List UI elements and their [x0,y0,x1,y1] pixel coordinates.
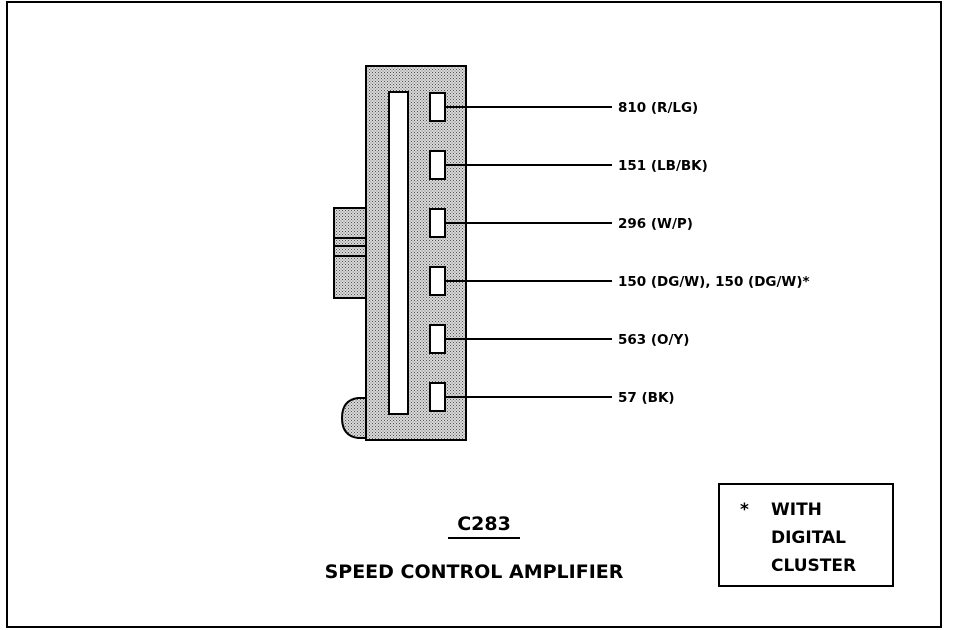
pin-terminal [429,382,446,412]
note-line-2: DIGITAL [771,528,846,548]
connector-latch [340,397,368,439]
note-box-border [718,483,894,587]
pin-label: 150 (DG/W), 150 (DG/W)* [618,274,810,290]
pin-row: 57 (BK) [429,382,675,412]
connector-body [365,65,467,441]
pin-label: 151 (LB/BK) [618,158,708,174]
note-line-1: WITH [771,500,822,520]
pin-terminal [429,150,446,180]
pin-row: 151 (LB/BK) [429,150,708,180]
pin-row: 150 (DG/W), 150 (DG/W)* [429,266,810,296]
pin-terminal [429,266,446,296]
pins-layer: 810 (R/LG) 151 (LB/BK) 296 (W/P) 150 (DG/W)… [429,92,810,412]
note-box: * WITH DIGITAL CLUSTER [718,483,894,587]
connector-name: SPEED CONTROL AMPLIFIER [325,561,624,583]
pin-terminal [429,92,446,122]
note-asterisk: * [740,500,749,520]
pin-terminal [429,324,446,354]
pin-terminal [429,208,446,238]
pin-label: 57 (BK) [618,390,675,406]
note-line-3: CLUSTER [771,556,856,576]
connector-side-tab [333,207,368,299]
connector-slot [388,91,409,415]
pin-row: 810 (R/LG) [429,92,698,122]
connector-housing [333,65,467,441]
pin-row: 563 (O/Y) [429,324,689,354]
pin-row: 296 (W/P) [429,208,693,238]
pin-label: 563 (O/Y) [618,332,689,348]
pin-label: 810 (R/LG) [618,100,698,116]
pin-label: 296 (W/P) [618,216,693,232]
connector-id: C283 [457,513,511,535]
